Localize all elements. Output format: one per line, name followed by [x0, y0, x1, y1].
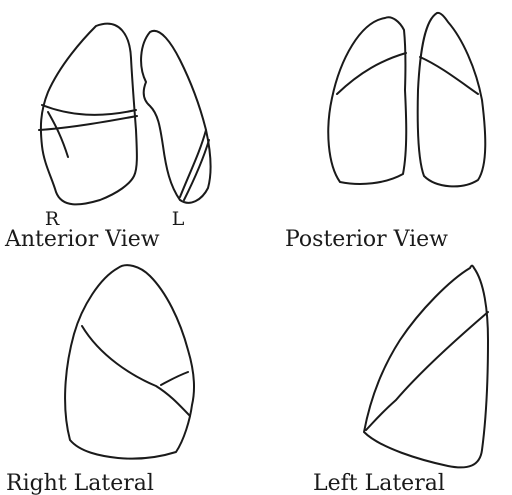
left-lateral-view: Left Lateral [313, 266, 488, 495]
posterior-right-fissure [420, 57, 478, 94]
anterior-view: R L Anterior View [4, 24, 211, 252]
right-lateral-lung-outline [65, 265, 194, 458]
posterior-view-label: Posterior View [285, 227, 448, 252]
posterior-right-lung-outline [418, 13, 486, 187]
posterior-view: Posterior View [285, 13, 485, 252]
anterior-right-lower-fissure [48, 112, 68, 157]
left-lateral-lung-outline [364, 266, 488, 468]
posterior-left-lung-outline [328, 17, 406, 184]
posterior-left-fissure [337, 53, 406, 94]
right-lateral-view: Right Lateral [6, 265, 194, 495]
right-lateral-label: Right Lateral [6, 471, 154, 495]
anterior-left-lung-outline [141, 31, 211, 203]
left-side-label: L [172, 208, 185, 230]
left-lateral-oblique-fissure [366, 312, 488, 430]
left-lateral-label: Left Lateral [313, 471, 445, 495]
right-lateral-horizontal-fissure [161, 372, 188, 385]
anterior-view-label: Anterior View [4, 227, 160, 252]
anterior-right-major-fissure [42, 105, 136, 115]
anterior-left-fissure-upper [180, 130, 206, 197]
right-lateral-oblique-fissure [82, 326, 190, 416]
